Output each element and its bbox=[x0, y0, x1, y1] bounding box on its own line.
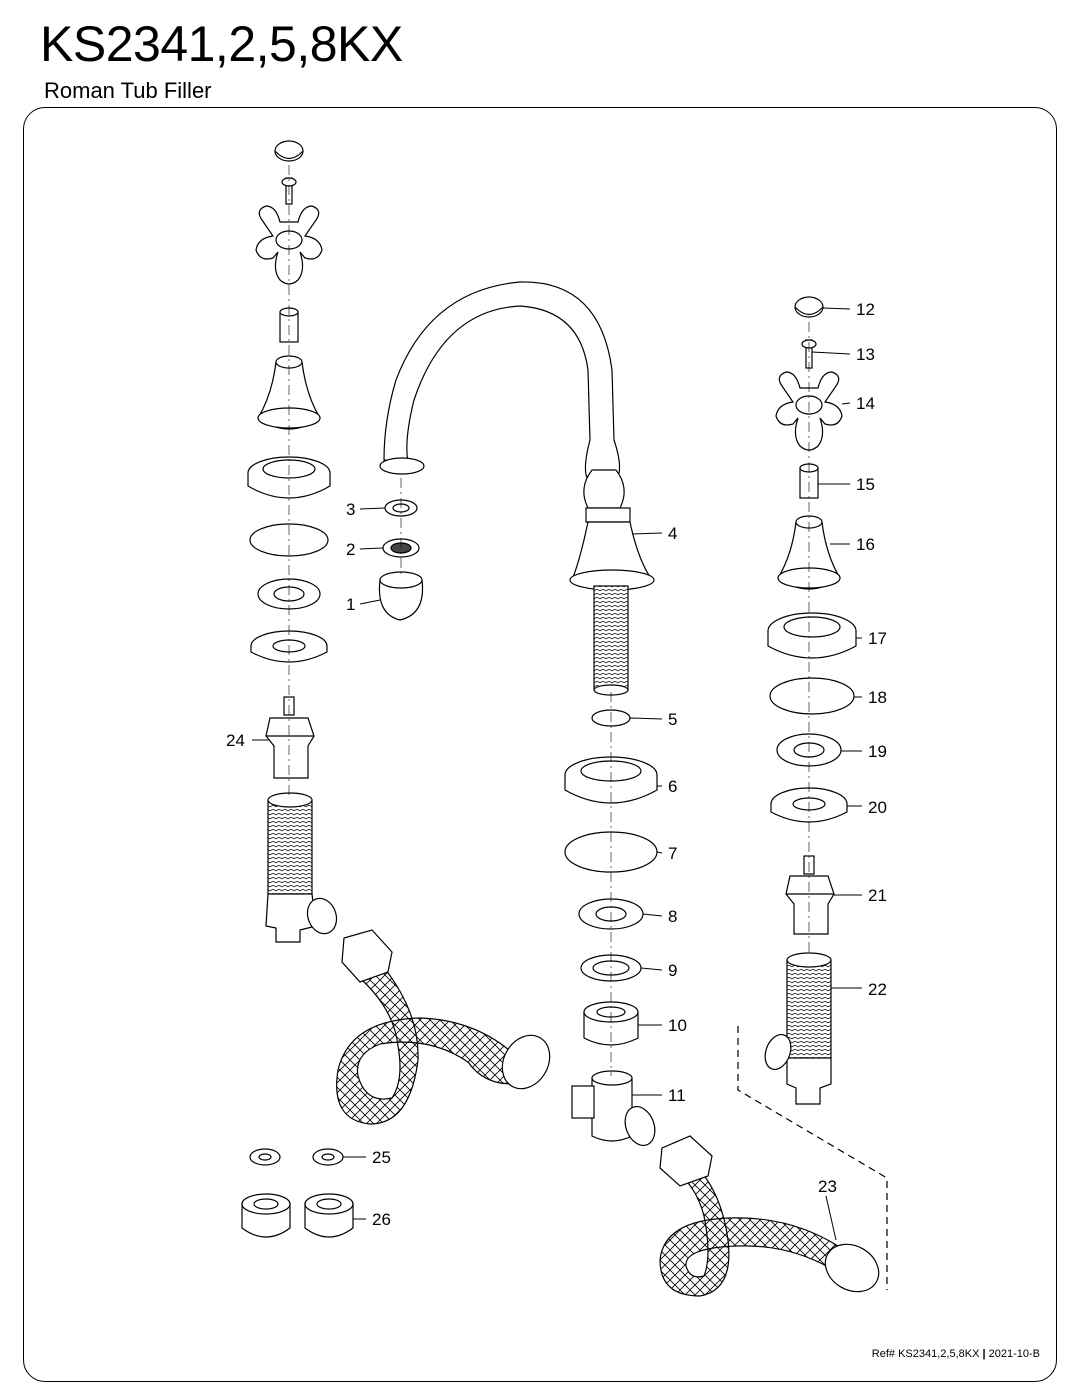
left-valve-cartridge bbox=[265, 717, 315, 779]
callout-15: 15 bbox=[856, 475, 875, 494]
callout-18: 18 bbox=[868, 688, 887, 707]
callout-3: 3 bbox=[346, 500, 355, 519]
spout-threaded-shank bbox=[593, 585, 629, 691]
callout-23: 23 bbox=[818, 1177, 837, 1196]
right-dashed-guide bbox=[737, 1026, 888, 1290]
ref-revision: 2021-10-B bbox=[988, 1348, 1040, 1360]
callout-14: 14 bbox=[856, 394, 875, 413]
right-valve-cartridge bbox=[785, 875, 835, 935]
callout-13: 13 bbox=[856, 345, 875, 364]
callout-24: 24 bbox=[226, 731, 245, 750]
callout-25: 25 bbox=[372, 1148, 391, 1167]
callout-11: 11 bbox=[668, 1086, 686, 1105]
right-handle-assembly bbox=[737, 296, 888, 1290]
callout-22: 22 bbox=[868, 980, 887, 999]
callout-20: 20 bbox=[868, 798, 887, 817]
callout-26: 26 bbox=[372, 1210, 391, 1229]
right-braided-hose bbox=[659, 1151, 839, 1297]
right-elbow bbox=[786, 1057, 832, 1105]
ref-label: Ref# KS2341,2,5,8KX bbox=[871, 1348, 980, 1360]
callout-10: 10 bbox=[668, 1016, 687, 1035]
callout-6: 6 bbox=[668, 777, 677, 796]
left-braided-hose bbox=[336, 959, 527, 1125]
product-subtitle: Roman Tub Filler bbox=[44, 78, 212, 103]
callout-19: 19 bbox=[868, 742, 887, 761]
left-o-ring bbox=[249, 523, 329, 557]
loose-washers-and-nuts bbox=[241, 1148, 354, 1238]
right-o-ring bbox=[769, 677, 855, 715]
diagram-frame bbox=[23, 107, 1057, 1382]
callout-5: 5 bbox=[668, 710, 677, 729]
callout-16: 16 bbox=[856, 535, 875, 554]
callout-7: 7 bbox=[668, 844, 677, 863]
callout-labels: 1 2 3 4 5 6 7 8 9 10 11 12 13 14 15 16 1… bbox=[226, 300, 887, 1229]
callout-12: 12 bbox=[856, 300, 875, 319]
callout-21: 21 bbox=[868, 886, 887, 905]
reference-footer: Ref# KS2341,2,5,8KX | 2021-10-B bbox=[872, 1348, 1040, 1360]
ref-separator: | bbox=[982, 1348, 986, 1360]
callout-1: 1 bbox=[346, 595, 355, 614]
aerator-housing bbox=[378, 579, 424, 621]
callout-8: 8 bbox=[668, 907, 677, 926]
axis-lines bbox=[288, 165, 810, 1076]
left-handle-assembly bbox=[247, 140, 338, 943]
callout-2: 2 bbox=[346, 540, 355, 559]
callout-17: 17 bbox=[868, 629, 887, 648]
left-threaded-shank bbox=[267, 799, 313, 895]
callout-leaders bbox=[252, 307, 862, 1241]
callout-9: 9 bbox=[668, 961, 677, 980]
gooseneck-spout bbox=[383, 281, 621, 481]
tee-connector bbox=[591, 1077, 633, 1142]
callout-4: 4 bbox=[668, 524, 677, 543]
page-title: KS2341,2,5,8KX bbox=[40, 16, 403, 72]
supply-hoses bbox=[336, 929, 880, 1297]
right-threaded-shank bbox=[786, 959, 832, 1059]
